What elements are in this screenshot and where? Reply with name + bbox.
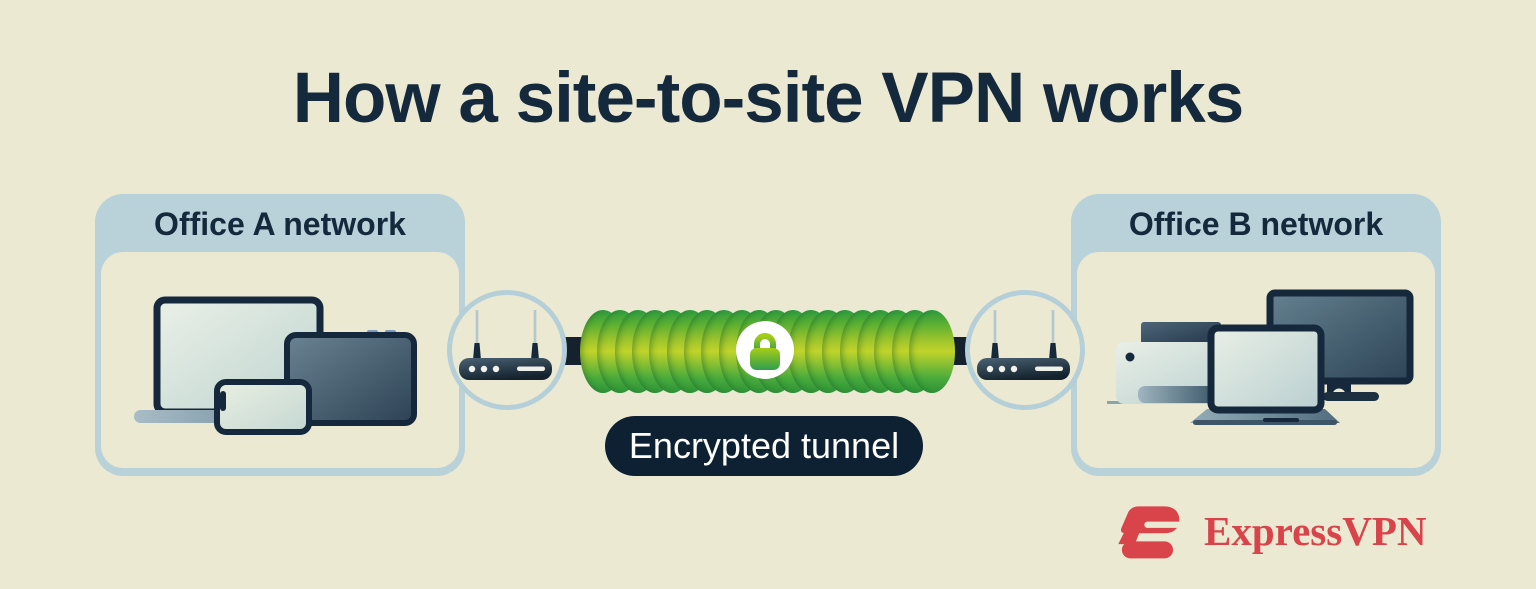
lock-badge bbox=[736, 321, 794, 379]
router-b-circle bbox=[965, 290, 1085, 410]
office-a-body bbox=[101, 252, 459, 468]
smartphone-icon bbox=[214, 379, 312, 435]
tunnel-segment bbox=[909, 310, 955, 393]
router-a-circle bbox=[447, 290, 567, 410]
office-b-body bbox=[1077, 252, 1435, 468]
office-b-panel: Office B network bbox=[1071, 194, 1441, 476]
tablet-icon bbox=[284, 330, 417, 426]
encrypted-tunnel-label: Encrypted tunnel bbox=[605, 416, 923, 476]
page-title: How a site-to-site VPN works bbox=[292, 59, 1244, 138]
brand-logo: ExpressVPN bbox=[1112, 498, 1426, 564]
office-b-label: Office B network bbox=[1128, 206, 1384, 242]
office-a-label: Office A network bbox=[154, 206, 406, 242]
office-a-panel: Office A network bbox=[95, 194, 465, 476]
office-a-devices bbox=[134, 296, 417, 435]
expressvpn-logo-icon bbox=[1118, 505, 1182, 558]
brand-wordmark: ExpressVPN bbox=[1204, 508, 1427, 554]
wireless-router-icon bbox=[977, 310, 1070, 380]
wireless-router-icon bbox=[459, 310, 552, 380]
encrypted-tunnel-graphic bbox=[580, 310, 955, 393]
lock-icon bbox=[750, 333, 780, 370]
laptop-icon bbox=[1190, 324, 1340, 425]
office-b-devices bbox=[1107, 289, 1414, 425]
